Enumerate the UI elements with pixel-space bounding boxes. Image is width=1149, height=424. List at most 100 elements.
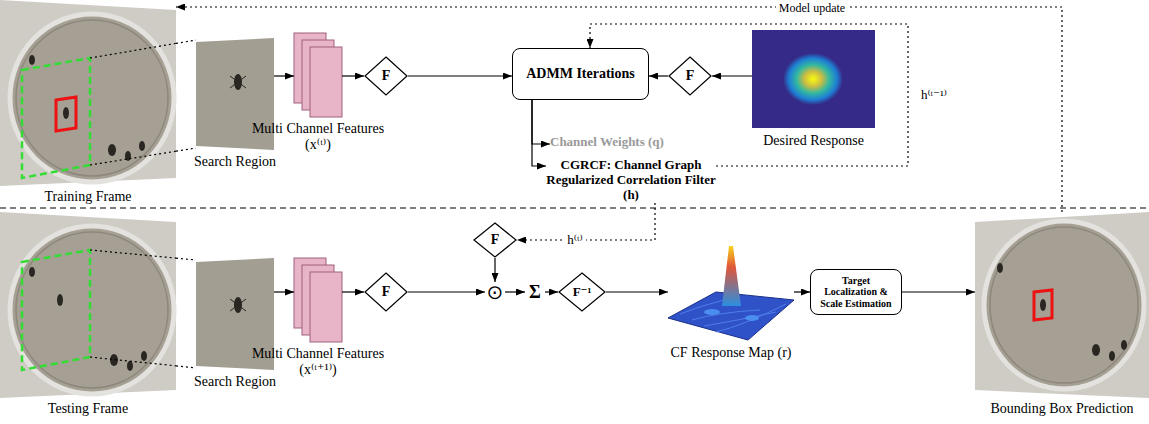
ant — [63, 107, 69, 119]
arrow-connector — [902, 291, 975, 292]
fft-diamond: F — [364, 56, 408, 96]
node-text: Channel Weights (q) — [550, 135, 664, 150]
ant — [57, 294, 63, 306]
response-image: Desired Response — [752, 30, 875, 128]
separator-line — [0, 207, 1149, 208]
ant — [108, 144, 116, 156]
target-box — [1034, 290, 1052, 320]
edge-label-holder: Model update — [776, 2, 848, 16]
connector-group — [176, 7, 1062, 368]
fft-diamond: F — [364, 272, 408, 312]
edge-label: Model update — [776, 2, 848, 16]
arrow-connector — [408, 75, 512, 76]
ant — [141, 351, 147, 361]
ant — [997, 263, 1003, 273]
ant — [139, 141, 145, 151]
image-caption: Training Frame — [18, 189, 158, 205]
ant-legs — [230, 76, 246, 88]
zoom-line — [90, 250, 176, 258]
fft-diamond: F — [668, 56, 712, 96]
diamond-shape — [669, 57, 711, 95]
arrow-connector — [794, 291, 810, 292]
image-caption: Desired Response — [744, 133, 884, 149]
ant — [127, 361, 133, 371]
process-box: ADMM Iterations — [512, 48, 649, 100]
dotted-connector — [176, 258, 196, 368]
diamond-shape — [474, 223, 516, 257]
node-text: Target Localization & Scale Estimation — [815, 275, 897, 310]
operator-symbol: ⊙ — [485, 282, 505, 302]
surface-bump — [704, 309, 720, 315]
photo-frame: Bounding Box Prediction — [975, 212, 1149, 398]
gaussian-peak — [783, 53, 843, 105]
node-text: F⁻¹ — [573, 285, 592, 300]
image-caption: Bounding Box Prediction — [977, 401, 1147, 417]
node-text: CGRCF: Channel Graph Regularized Correla… — [546, 158, 716, 203]
zoom-line — [90, 151, 176, 165]
ant — [1040, 299, 1046, 311]
node-text: ADMM Iterations — [519, 66, 642, 82]
photo-frame: Testing Frame — [0, 212, 176, 398]
fft-diamond: F — [473, 222, 517, 258]
process-box: Target Localization & Scale Estimation — [810, 269, 902, 315]
search-window — [22, 250, 90, 370]
response-peak — [722, 246, 741, 306]
zoom-line — [90, 357, 176, 366]
node-text: F — [382, 284, 391, 300]
dotted-connector — [176, 7, 1062, 212]
node-text: Σ — [529, 283, 541, 301]
frame-photo — [0, 0, 176, 186]
arrow-connector — [532, 100, 546, 166]
arrow-connector — [606, 291, 668, 292]
image-caption: Search Region — [175, 154, 295, 170]
ant — [1121, 340, 1127, 350]
node-text: F — [382, 68, 391, 84]
node-text: F — [491, 232, 500, 248]
feature-map — [310, 47, 342, 117]
dish-rim — [16, 20, 168, 176]
dish-rim — [990, 227, 1138, 383]
ant — [1092, 344, 1100, 356]
edge-label-holder: h⁽ᵗ⁻¹⁾ — [918, 88, 950, 103]
zoom-line — [90, 43, 176, 58]
search-window — [22, 58, 90, 178]
arrow-connector — [494, 258, 495, 282]
edge-label-holder: h⁽ᵗ⁾ — [564, 233, 585, 248]
feature-stack: Multi Channel Features (x⁽ᵗ⁾) — [294, 33, 342, 117]
operator-symbol: Σ — [525, 280, 545, 304]
diamond-shape — [559, 273, 605, 311]
frame-photo — [975, 212, 1149, 398]
output-label: Channel Weights (q) — [550, 135, 725, 150]
ant — [1109, 351, 1115, 361]
arrow-connector — [532, 100, 550, 144]
edge-label: h⁽ᵗ⁾ — [564, 233, 585, 248]
ant-legs — [230, 299, 246, 311]
dotted-connector — [176, 40, 196, 151]
response-image — [752, 30, 875, 128]
arrow-connector — [712, 75, 752, 76]
arrow-connector — [408, 291, 485, 292]
node-text: ⊙ — [487, 282, 504, 302]
image-caption: Multi Channel Features (x⁽ᵗ⁺¹⁾) — [245, 346, 391, 378]
diamond-shape — [365, 273, 407, 311]
edge-label: h⁽ᵗ⁻¹⁾ — [918, 88, 950, 103]
image-caption: Search Region — [175, 374, 295, 390]
arrow-connector — [342, 75, 364, 76]
image-caption: CF Response Map (r) — [656, 345, 806, 361]
photo-frame: Training Frame — [0, 0, 176, 186]
arrow-connector — [545, 291, 558, 292]
surface-bump — [745, 315, 759, 321]
dotted-connector — [517, 203, 655, 240]
arrow-connector — [274, 75, 294, 76]
image-caption: Testing Frame — [18, 401, 158, 417]
ant — [29, 267, 35, 277]
ant — [29, 55, 35, 65]
arrow-connector — [274, 291, 294, 292]
image-caption: Multi Channel Features (x⁽ᵗ⁾) — [245, 121, 391, 153]
petri-dish — [10, 226, 174, 394]
diamond-shape — [365, 57, 407, 95]
ifft-diamond: F⁻¹ — [558, 272, 606, 312]
feature-stack: Multi Channel Features (x⁽ᵗ⁺¹⁾) — [294, 258, 342, 342]
petri-dish — [10, 14, 174, 182]
